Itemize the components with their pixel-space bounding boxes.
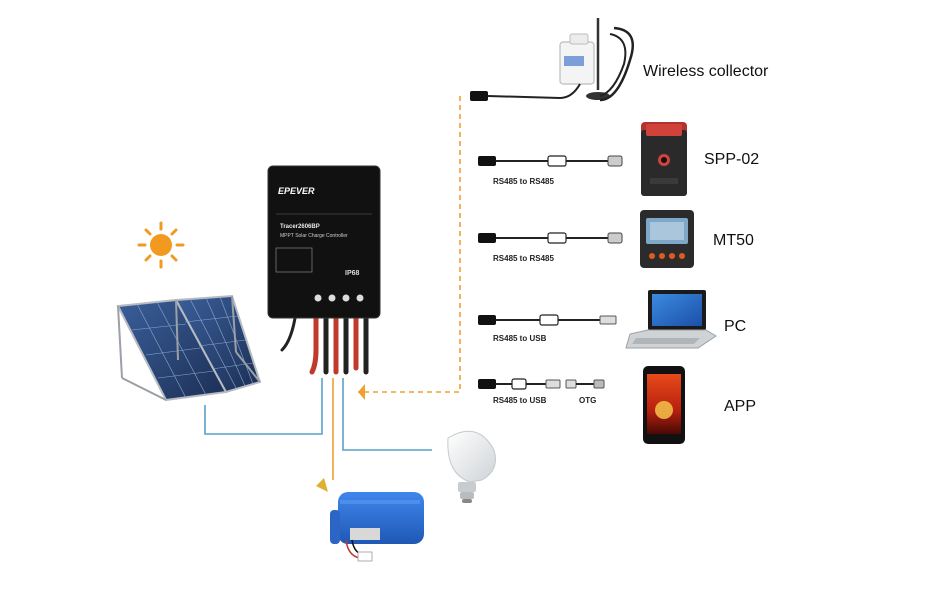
connection-lines — [204, 96, 461, 480]
bus-arrow — [358, 384, 365, 400]
cable-pc — [478, 314, 617, 326]
phone-icon — [643, 366, 685, 444]
cable-label-app: RS485 to USB — [493, 396, 547, 405]
controller-subtitle: MPPT Solar Charge Controller — [280, 233, 348, 239]
mt50-icon — [640, 210, 694, 268]
app-label: APP — [724, 398, 757, 415]
sun-icon — [137, 221, 185, 269]
cable-label-spp: RS485 to RS485 — [493, 177, 554, 186]
cable-label-otg: OTG — [579, 396, 597, 405]
cable-app — [478, 378, 605, 390]
pc-icon — [625, 290, 717, 349]
panel-link-line — [204, 378, 323, 435]
cable-label-mt50: RS485 to RS485 — [493, 254, 554, 263]
cable-spp — [478, 155, 623, 167]
spp-02-icon — [641, 122, 687, 196]
battery-icon — [316, 478, 424, 562]
bulb-icon — [447, 430, 496, 503]
controller-icon — [267, 165, 381, 375]
cable-label-pc: RS485 to USB — [493, 334, 547, 343]
mt50-label: MT50 — [713, 232, 754, 249]
rs485-bus-line — [358, 96, 461, 393]
wireless-collector-icon — [470, 18, 634, 102]
controller-rating: IP68 — [345, 270, 360, 277]
load-link-line — [342, 378, 432, 451]
cable-mt50 — [478, 232, 623, 244]
controller-brand: EPEVER — [278, 186, 315, 196]
spp-02-label: SPP-02 — [704, 151, 760, 168]
solar-panel-icon — [116, 294, 262, 402]
wireless-collector-label: Wireless collector — [643, 63, 769, 80]
controller-model: Tracer2606BP — [280, 224, 320, 230]
pc-label: PC — [724, 318, 747, 335]
